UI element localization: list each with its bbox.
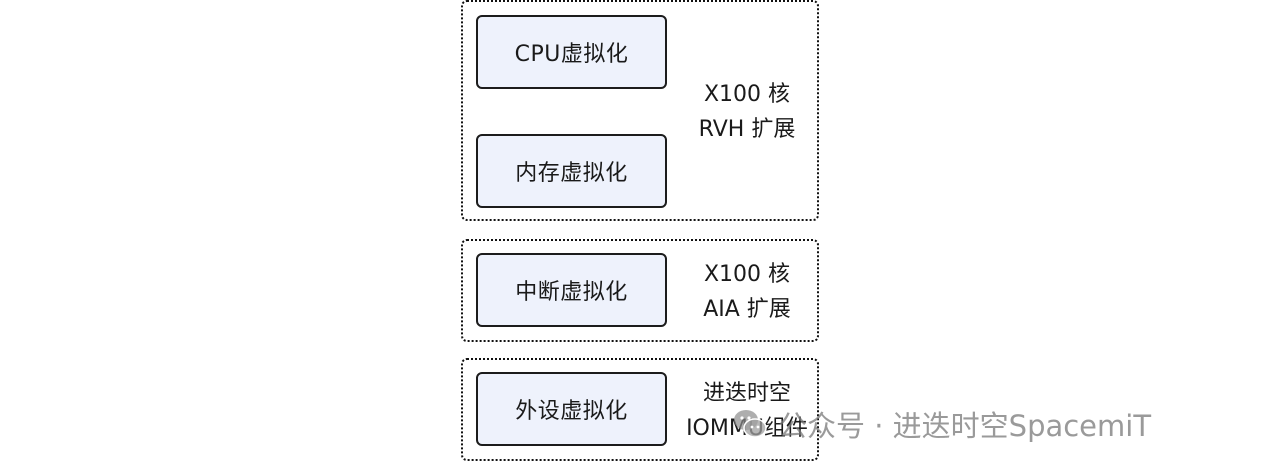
memory-virtualization-box: 内存虚拟化: [476, 134, 667, 208]
label-line: 进迭时空: [702, 381, 791, 406]
label-line: RVH 扩展: [698, 117, 796, 142]
peripheral-virtualization-box: 外设虚拟化: [476, 372, 667, 446]
watermark: 公众号 · 进迭时空SpacemiT: [732, 402, 1151, 446]
group-interrupt-label: X100 核 AIA 扩展: [688, 257, 806, 327]
cpu-virtualization-box: CPU虚拟化: [476, 15, 667, 89]
group-peripheral: [461, 358, 819, 461]
group-cpu-memory: [461, 0, 819, 221]
watermark-text: 公众号 · 进迭时空SpacemiT: [778, 409, 1152, 443]
label-line: X100 核: [703, 82, 791, 107]
label-line: X100 核: [703, 262, 791, 287]
group-cpu-memory-label: X100 核 RVH 扩展: [688, 77, 806, 147]
interrupt-virtualization-box: 中断虚拟化: [476, 253, 667, 327]
group-interrupt: [461, 239, 819, 342]
wechat-icon: [734, 410, 767, 438]
label-line: AIA 扩展: [703, 297, 791, 322]
